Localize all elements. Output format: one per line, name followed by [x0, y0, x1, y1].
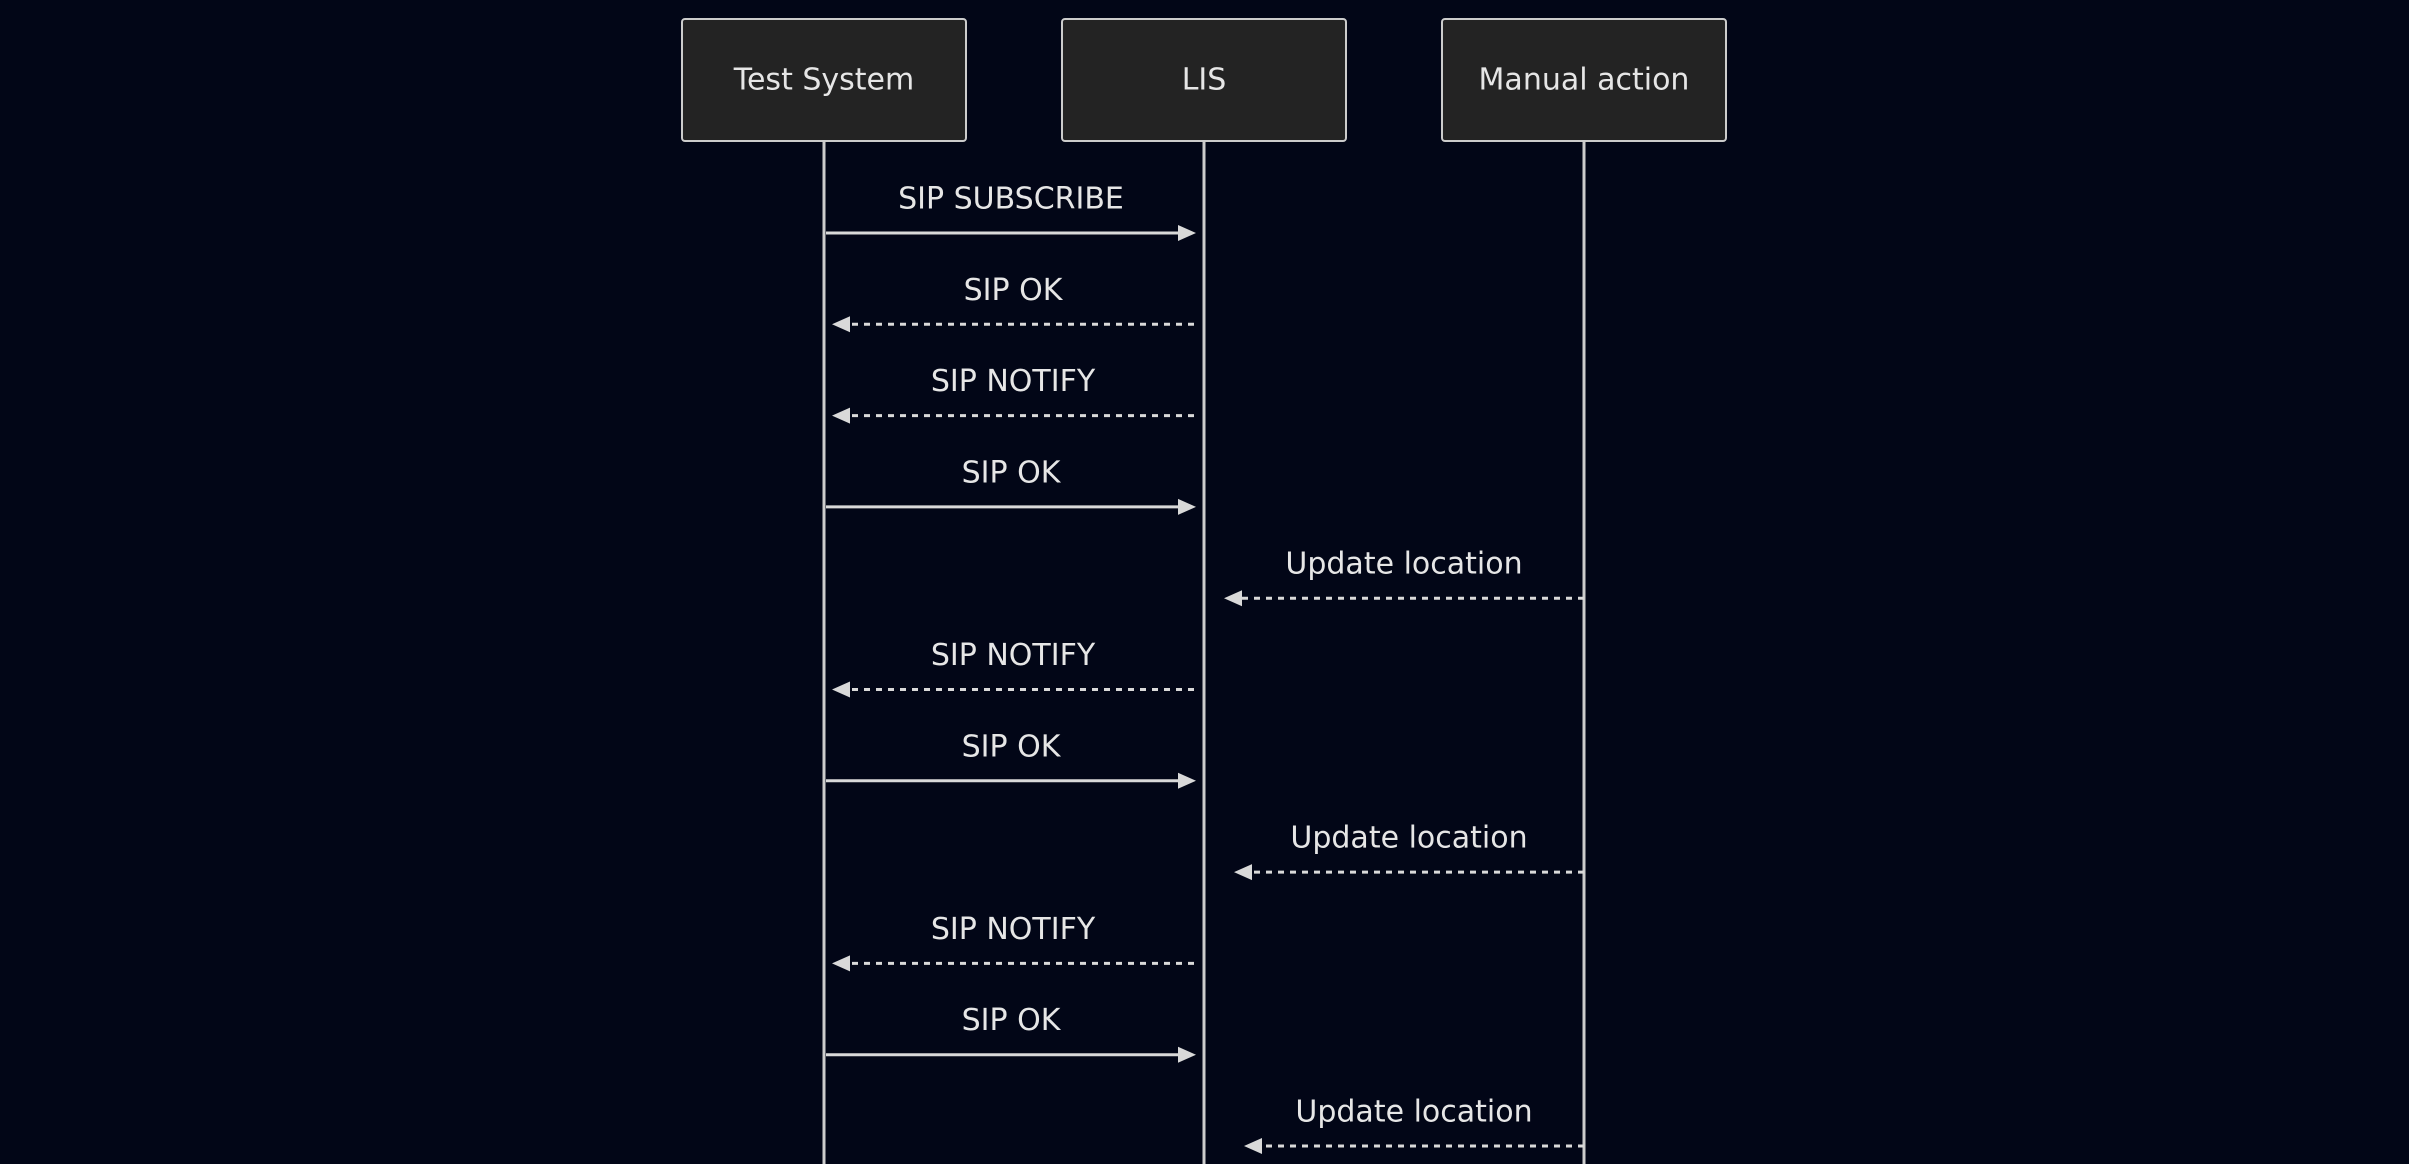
message-9: SIP NOTIFY [832, 912, 1194, 972]
arrowhead-icon [832, 407, 850, 424]
arrowhead-icon [832, 955, 850, 972]
message-7: SIP OK [826, 729, 1196, 789]
arrowhead-icon [832, 681, 850, 698]
message-label: SIP NOTIFY [931, 912, 1096, 947]
actor-label: LIS [1182, 63, 1227, 98]
message-8: Update location [1234, 821, 1584, 881]
actor-box [1061, 18, 1347, 142]
message-label: SIP OK [962, 455, 1062, 490]
arrowhead-icon [1224, 590, 1242, 607]
arrowhead-icon [832, 316, 850, 333]
arrowhead-icon [1178, 1046, 1196, 1063]
lifelines [822, 141, 1586, 1164]
actor-box [681, 18, 967, 142]
arrowhead-icon [1244, 1138, 1262, 1154]
message-label: SIP SUBSCRIBE [898, 182, 1124, 217]
message-label: SIP OK [962, 729, 1062, 764]
arrowhead-icon [1178, 225, 1196, 241]
actor-label: Test System [733, 63, 914, 98]
arrowhead-icon [1178, 498, 1196, 515]
actor-box [1441, 18, 1727, 142]
message-10: SIP OK [826, 1003, 1196, 1063]
actor-lis: LIS [1061, 18, 1347, 142]
message-5: Update location [1224, 547, 1584, 607]
message-label: Update location [1290, 821, 1527, 856]
actor-test: Test System [681, 18, 967, 142]
message-4: SIP OK [826, 455, 1196, 515]
arrowhead-icon [1234, 864, 1252, 881]
actor-manual: Manual action [1441, 18, 1727, 142]
actors: Test System LIS Manual action [681, 18, 1727, 142]
message-1: SIP SUBSCRIBE [826, 182, 1196, 241]
message-label: Update location [1295, 1095, 1532, 1130]
message-3: SIP NOTIFY [832, 364, 1194, 424]
actor-label: Manual action [1479, 63, 1690, 98]
messages: SIP SUBSCRIBE SIP OK SIP NOTIFY SIP OK Updat… [826, 182, 1584, 1154]
arrowhead-icon [1178, 772, 1196, 789]
message-label: SIP OK [962, 1003, 1062, 1038]
message-11: Update location [1244, 1095, 1584, 1154]
message-label: SIP OK [964, 273, 1064, 308]
message-2: SIP OK [832, 273, 1194, 333]
message-label: SIP NOTIFY [931, 364, 1096, 399]
message-label: SIP NOTIFY [931, 638, 1096, 673]
message-label: Update location [1285, 547, 1522, 582]
message-6: SIP NOTIFY [832, 638, 1194, 698]
